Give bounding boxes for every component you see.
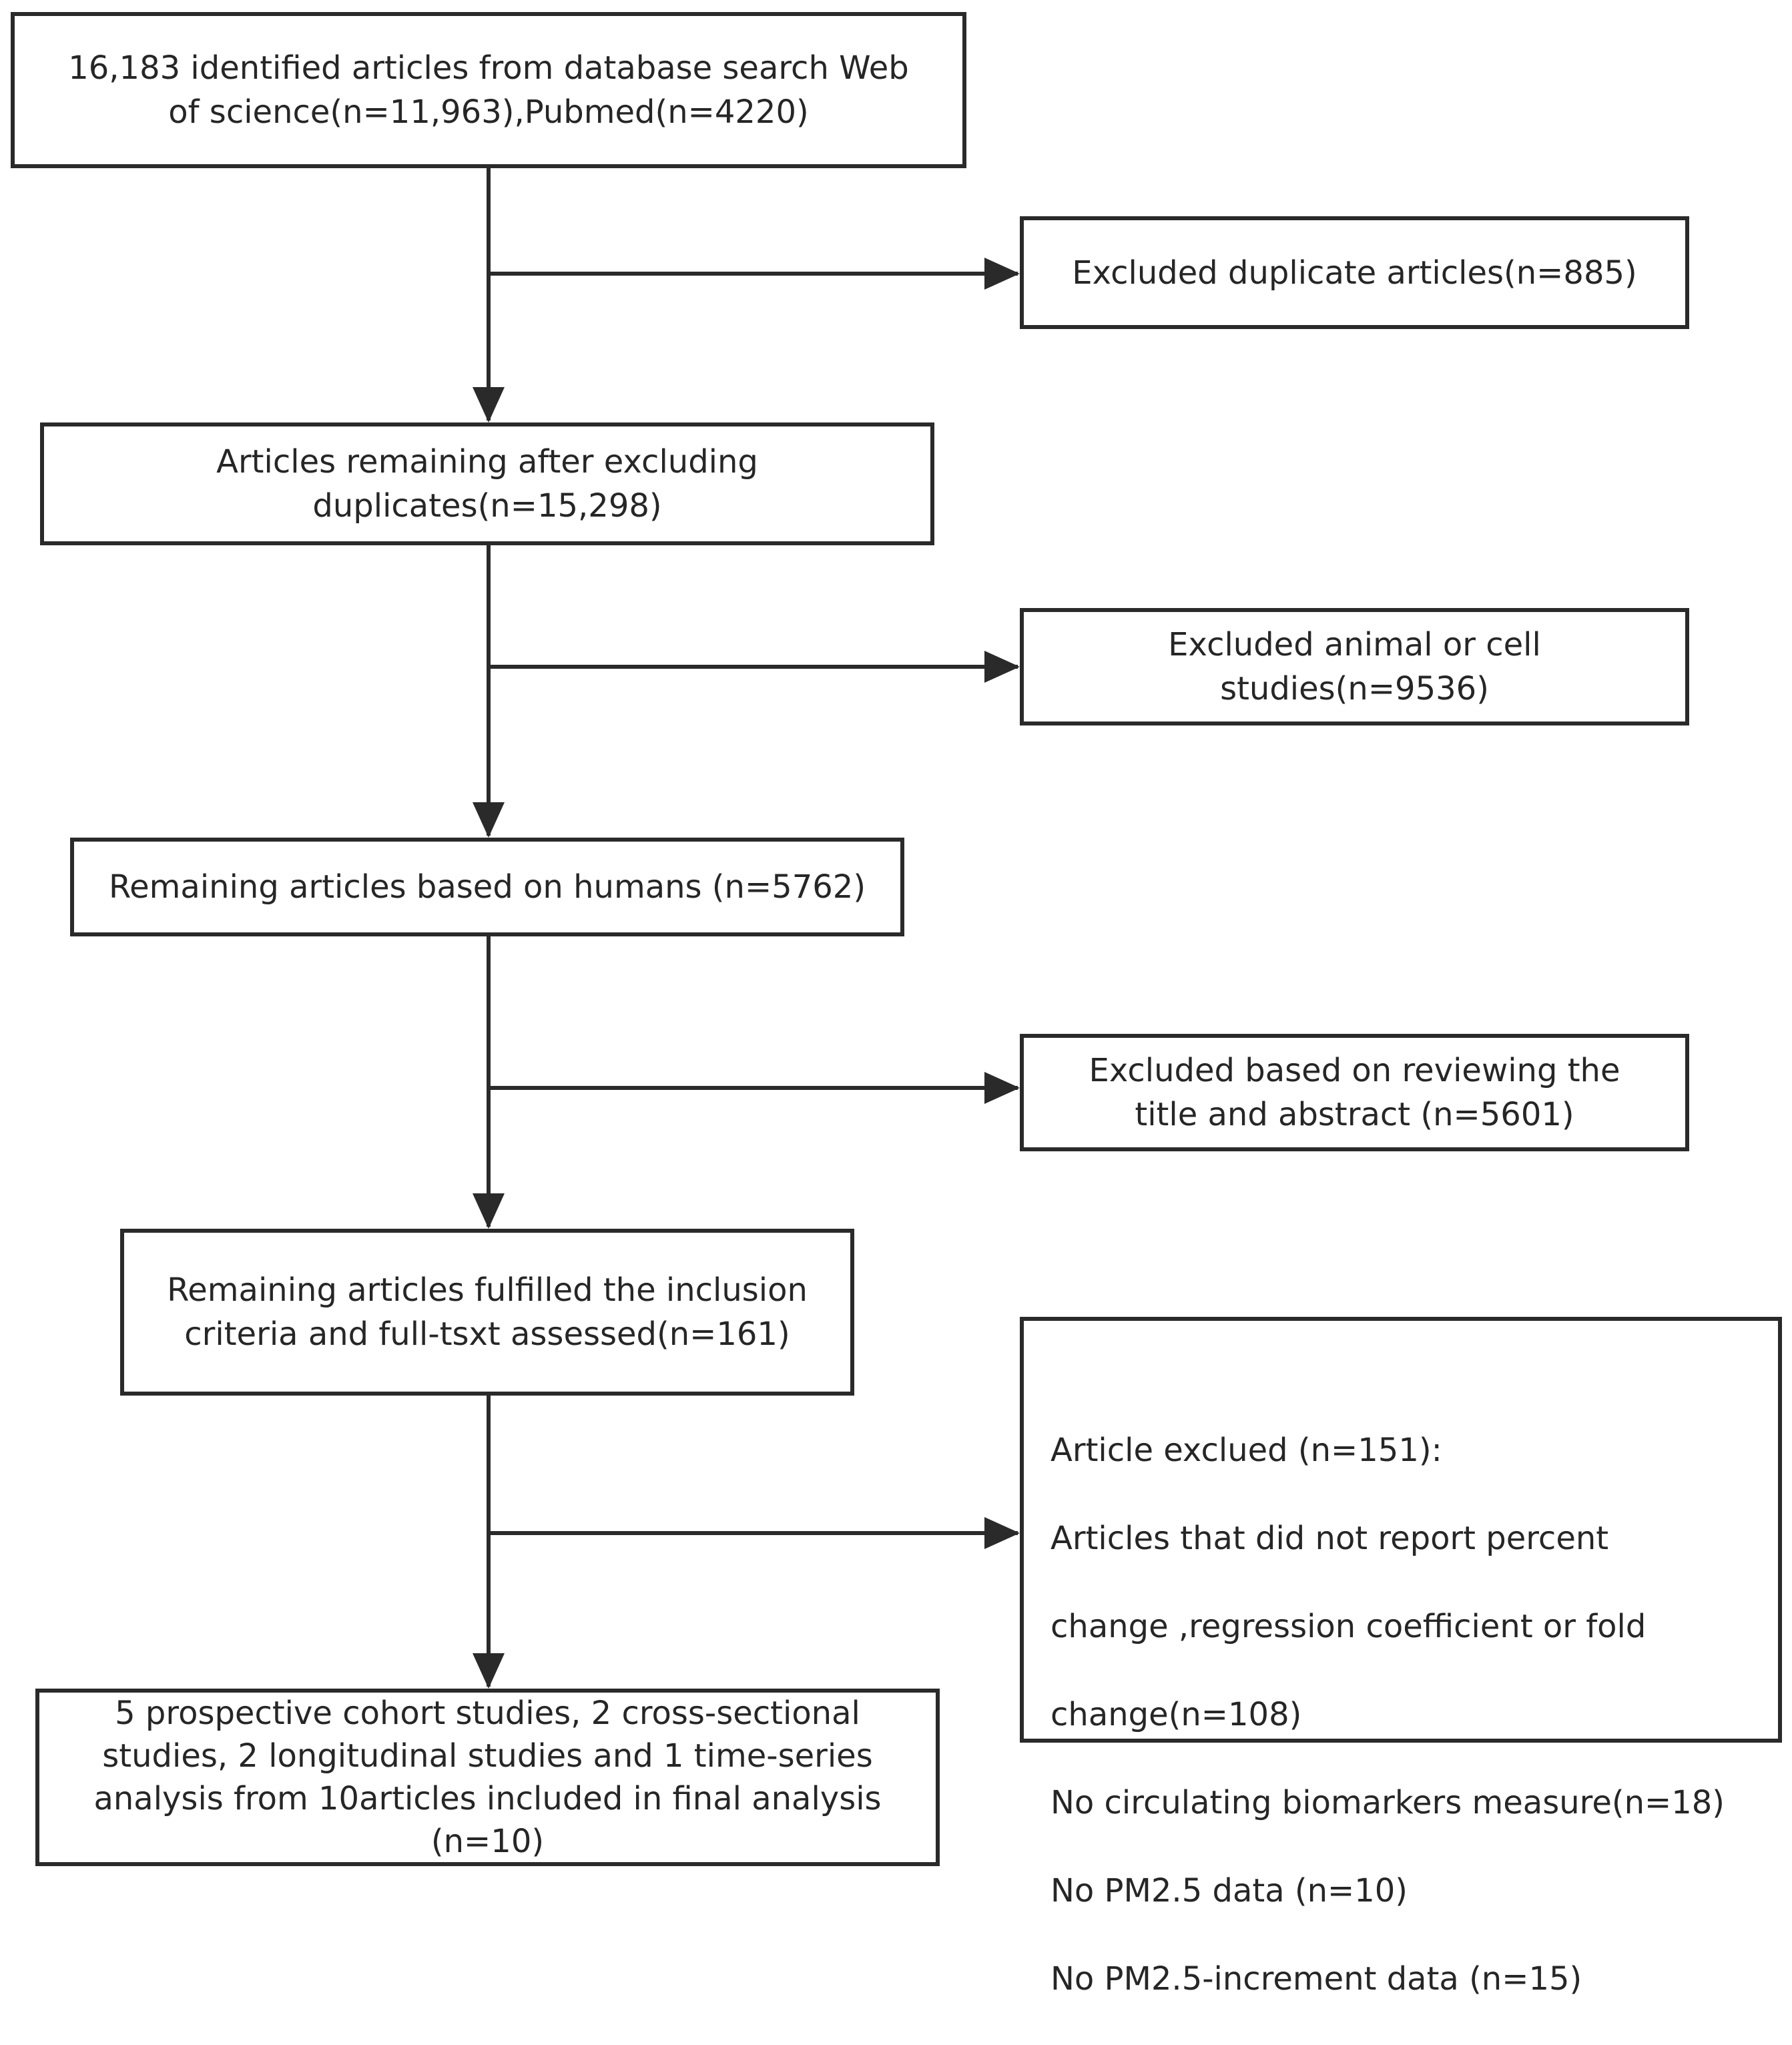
excluded-final-item: No circulating biomarkers measure(n=18) bbox=[1051, 1784, 1725, 1821]
excluded-final-item: Articles that did not report percent bbox=[1051, 1520, 1609, 1557]
box-after-duplicates: Articles remaining after excluding dupli… bbox=[40, 422, 934, 545]
box-excluded-duplicates: Excluded duplicate articles(n=885) bbox=[1020, 216, 1689, 329]
excluded-animal-text: Excluded animal or cell studies(n=9536) bbox=[1168, 626, 1541, 707]
excluded-title-abstract-text: Excluded based on reviewing the title an… bbox=[1089, 1052, 1620, 1133]
excluded-final-header: Article exclued (n=151): bbox=[1051, 1432, 1442, 1469]
fulltext-assessed-text: Remaining articles fulfilled the inclusi… bbox=[167, 1271, 808, 1353]
after-duplicates-text: Articles remaining after excluding dupli… bbox=[216, 443, 758, 525]
excluded-final-item: No PM2.5 data (n=10) bbox=[1051, 1872, 1408, 1910]
box-fulltext-assessed: Remaining articles fulfilled the inclusi… bbox=[120, 1229, 854, 1396]
excluded-final-item: No PM2.5-increment data (n=15) bbox=[1051, 1960, 1582, 1998]
box-included-final-analysis: 5 prospective cohort studies, 2 cross-se… bbox=[35, 1689, 940, 1866]
box-excluded-title-abstract: Excluded based on reviewing the title an… bbox=[1020, 1034, 1689, 1151]
excluded-final-item: change(n=108) bbox=[1051, 1696, 1302, 1733]
flowchart-connectors bbox=[473, 168, 1020, 1689]
box-remaining-humans: Remaining articles based on humans (n=57… bbox=[70, 838, 904, 936]
remaining-humans-text: Remaining articles based on humans (n=57… bbox=[108, 868, 866, 906]
excluded-final-item: change ,regression coefficient or fold bbox=[1051, 1608, 1647, 1645]
excluded-duplicates-text: Excluded duplicate articles(n=885) bbox=[1072, 254, 1637, 292]
excluded-final-list: Article exclued (n=151): Articles that d… bbox=[1051, 1384, 1725, 2045]
included-text: 5 prospective cohort studies, 2 cross-se… bbox=[93, 1695, 882, 1860]
box-excluded-animal-cell: Excluded animal or cell studies(n=9536) bbox=[1020, 608, 1689, 725]
identified-text: 16,183 identified articles from database… bbox=[68, 49, 909, 131]
box-identified-articles: 16,183 identified articles from database… bbox=[11, 12, 966, 168]
box-excluded-final: Article exclued (n=151): Articles that d… bbox=[1020, 1317, 1782, 1998]
